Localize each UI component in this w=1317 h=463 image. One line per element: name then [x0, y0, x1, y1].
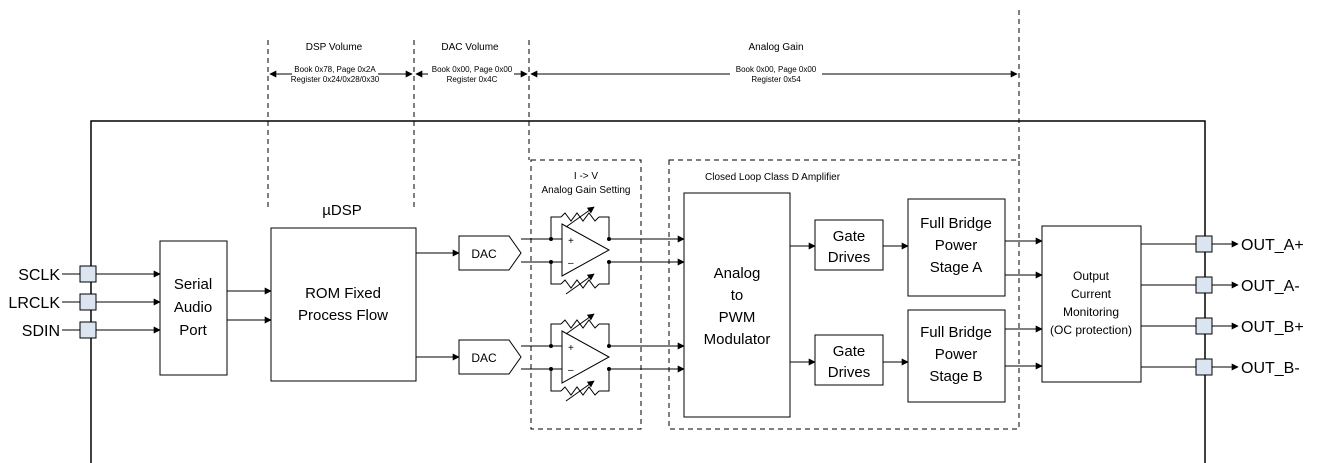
sap-line3: Port — [179, 322, 207, 339]
opamp-top: + – — [521, 206, 611, 295]
pwm-line1: Analog — [714, 265, 761, 282]
pwm-modulator-block — [683, 192, 791, 418]
iv-title-line2: Analog Gain Setting — [542, 185, 631, 196]
pwm-line2: to — [731, 287, 744, 304]
dac-top — [458, 235, 522, 271]
input-label-sdin: SDIN — [22, 323, 60, 340]
pin-lrclk — [79, 293, 97, 311]
ocm-line4: (OC protection) — [1050, 323, 1132, 337]
bridge-a-line1: Full Bridge — [920, 215, 992, 232]
opamp-bottom-minus: – — [568, 365, 574, 376]
full-bridge-a-block — [907, 198, 1006, 297]
bridge-a-line3: Stage A — [930, 259, 983, 276]
output-label-a-minus: OUT_A- — [1241, 278, 1300, 295]
dsp-volume-line2: Register 0x24/0x28/0x30 — [291, 75, 380, 84]
class-d-title: Closed Loop Class D Amplifier — [705, 172, 841, 183]
full-bridge-b-block — [907, 309, 1006, 403]
gate-b-line1: Gate — [833, 343, 866, 360]
sap-line2: Audio — [174, 299, 212, 316]
analog-label-bg — [730, 64, 822, 88]
output-label-b-minus: OUT_B- — [1241, 360, 1300, 377]
input-label-lrclk: LRCLK — [8, 295, 60, 312]
dac-bottom-label: DAC — [471, 351, 497, 365]
bridge-b-line3: Stage B — [929, 368, 982, 385]
class-d-box — [668, 159, 1020, 430]
gate-drives-b-block — [814, 334, 884, 386]
gate-a-line2: Drives — [828, 249, 871, 266]
rom-line1: ROM Fixed — [305, 285, 381, 302]
rom-line2: Process Flow — [298, 307, 388, 324]
dac-bottom — [458, 339, 522, 375]
bridge-b-line1: Full Bridge — [920, 324, 992, 341]
opamp-top-minus: – — [568, 258, 574, 269]
ocm-line2: Current — [1071, 287, 1112, 301]
ocm-line1: Output — [1073, 269, 1110, 283]
rom-process-block — [270, 227, 417, 382]
dac-volume-title: DAC Volume — [441, 42, 499, 53]
iv-gain-box — [530, 159, 642, 430]
iv-title-line1: I -> V — [574, 171, 599, 182]
output-current-monitoring-block — [1041, 225, 1142, 383]
analog-gain-title: Analog Gain — [748, 42, 803, 53]
bridge-b-line2: Power — [935, 346, 978, 363]
pwm-line4: Modulator — [704, 331, 771, 348]
ocm-line3: Monitoring — [1063, 305, 1119, 319]
pin-sclk — [79, 265, 97, 283]
dac-volume-line2: Register 0x4C — [447, 75, 498, 84]
pin-sdin — [79, 321, 97, 339]
chip-boundary — [90, 120, 1206, 463]
pin-out-a-plus — [1195, 235, 1213, 253]
opamp-bottom-plus: + — [568, 343, 574, 354]
analog-gain-line1: Book 0x00, Page 0x00 — [736, 65, 817, 74]
opamp-top-plus: + — [568, 236, 574, 247]
dac-volume-line1: Book 0x00, Page 0x00 — [432, 65, 513, 74]
gate-a-line1: Gate — [833, 228, 866, 245]
bridge-a-line2: Power — [935, 237, 978, 254]
dac-top-label: DAC — [471, 247, 497, 261]
gate-b-line2: Drives — [828, 364, 871, 381]
output-label-a-plus: OUT_A+ — [1241, 237, 1304, 254]
dsp-label-bg — [292, 64, 378, 88]
pwm-line3: PWM — [719, 309, 756, 326]
pin-out-b-minus — [1195, 358, 1213, 376]
gate-drives-a-block — [814, 219, 884, 271]
pin-out-a-minus — [1195, 276, 1213, 294]
sap-line1: Serial — [174, 276, 212, 293]
dsp-volume-line1: Book 0x78, Page 0x2A — [294, 65, 376, 74]
udsp-title: µDSP — [322, 202, 362, 219]
pin-out-b-plus — [1195, 317, 1213, 335]
opamp-bottom: + – — [521, 313, 611, 402]
dsp-volume-title: DSP Volume — [306, 42, 363, 53]
input-label-sclk: SCLK — [18, 267, 60, 284]
analog-gain-line2: Register 0x54 — [751, 75, 801, 84]
output-label-b-plus: OUT_B+ — [1241, 319, 1304, 336]
dac-label-bg — [428, 64, 514, 88]
serial-audio-port-block — [159, 240, 228, 376]
